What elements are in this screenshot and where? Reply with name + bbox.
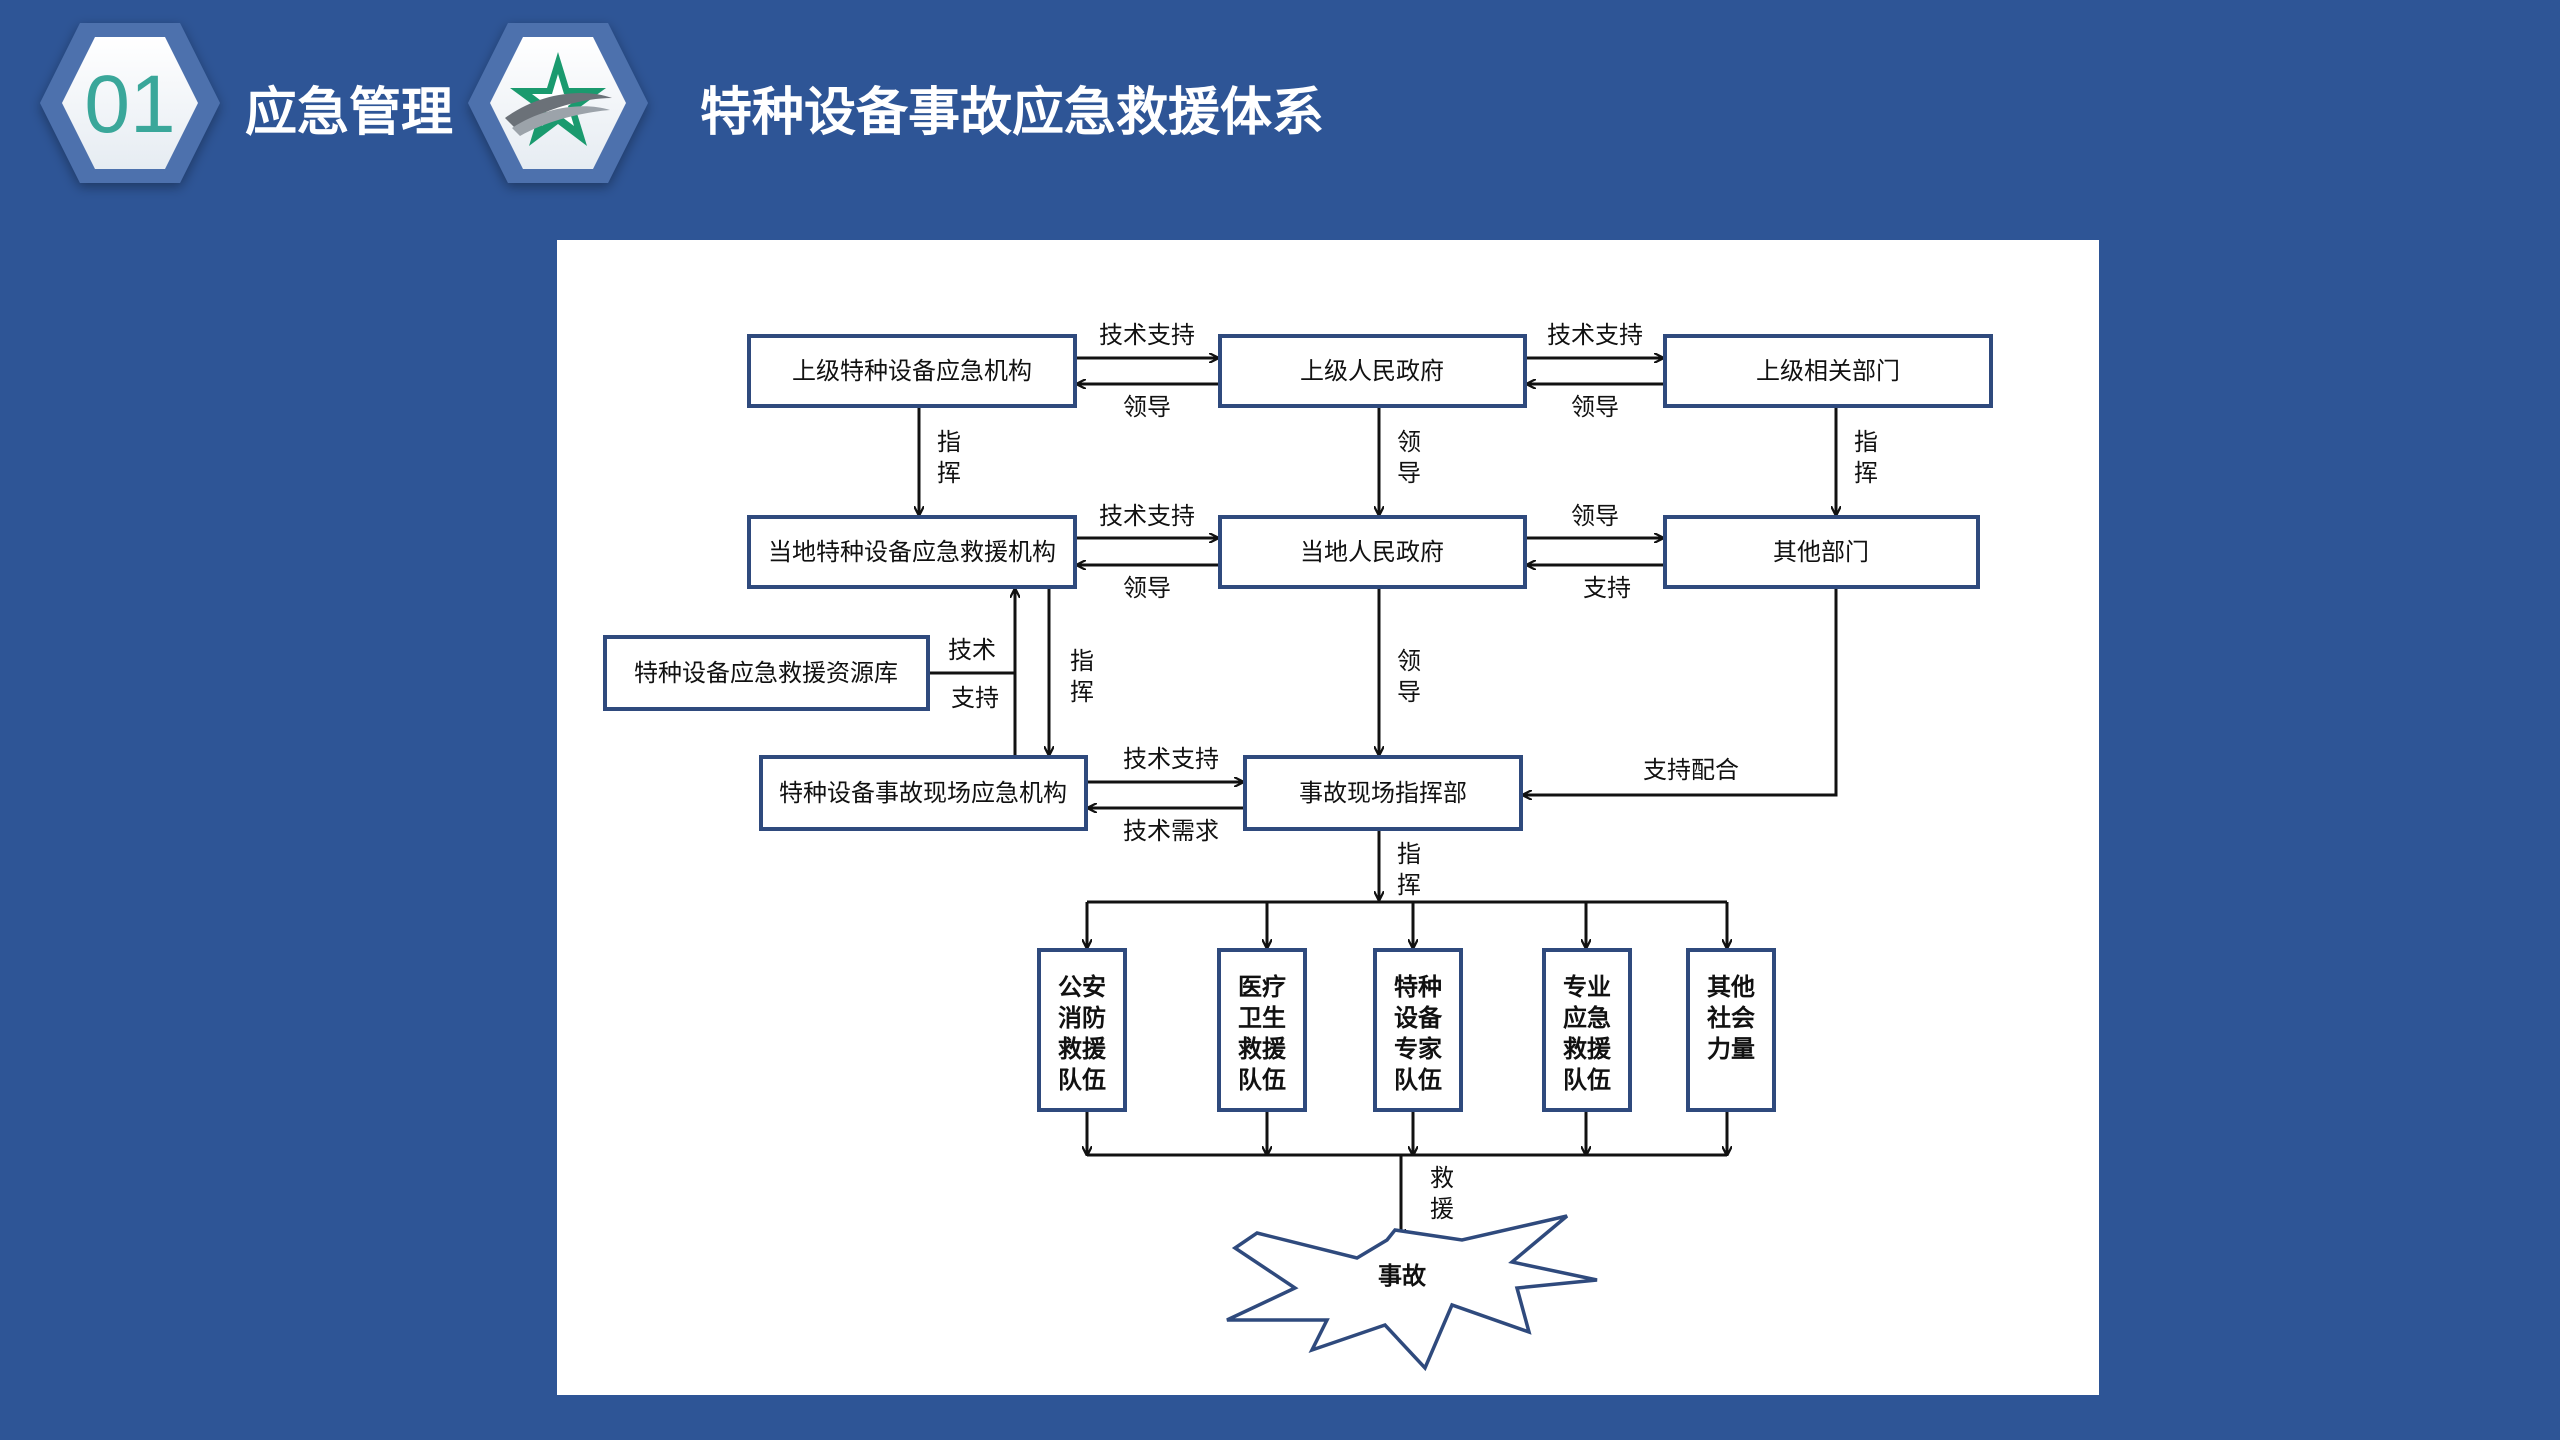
svg-text:上级特种设备应急机构: 上级特种设备应急机构 xyxy=(792,357,1032,385)
team-label-line: 卫生 xyxy=(1238,1003,1286,1032)
other-dept-box: 其他部门 xyxy=(1663,515,1980,589)
label-support-1: 支持 xyxy=(1583,574,1631,602)
svg-text:特种设备事故现场应急机构: 特种设备事故现场应急机构 xyxy=(779,779,1067,807)
team-label-line: 救援 xyxy=(1563,1034,1612,1063)
svg-text:当地人民政府: 当地人民政府 xyxy=(1300,538,1444,566)
label-lead-v-1: 领 xyxy=(1397,428,1421,456)
accident-starburst: 事故 xyxy=(1226,1214,1598,1372)
svg-text:事故现场指挥部: 事故现场指挥部 xyxy=(1299,779,1467,807)
team-label-line: 队伍 xyxy=(1394,1065,1442,1094)
team-label-line: 专业 xyxy=(1563,972,1611,1001)
label-rescue: 救 xyxy=(1430,1164,1454,1192)
connectors xyxy=(919,358,1836,1238)
section-number-badge xyxy=(40,23,220,183)
svg-text:事故: 事故 xyxy=(1378,1261,1427,1290)
svg-text:特种设备应急救援资源库: 特种设备应急救援资源库 xyxy=(634,659,898,687)
team-label-line: 公安 xyxy=(1058,972,1106,1001)
team-label-line: 其他 xyxy=(1707,972,1755,1001)
label-lead-v-2: 导 xyxy=(1397,678,1421,706)
label-lead-2: 领导 xyxy=(1571,393,1619,421)
team-label-line: 专家 xyxy=(1394,1034,1442,1063)
team-label-line: 力量 xyxy=(1707,1034,1755,1063)
label-command-4: 挥 xyxy=(1397,871,1421,899)
label-command-4: 指 xyxy=(1397,840,1421,868)
label-tech-support-3: 技术支持 xyxy=(1099,502,1195,530)
local-gov-box: 当地人民政府 xyxy=(1218,515,1527,589)
team-label-line: 医疗 xyxy=(1238,972,1286,1001)
emergency-rescue-diagram: 上级特种设备应急机构 上级人民政府 上级相关部门 当地特种设备应急救援机构 当地… xyxy=(603,321,1993,1372)
label-support-2: 支持 xyxy=(951,684,999,712)
label-lead-v-1: 导 xyxy=(1397,459,1421,487)
section-title: 应急管理 xyxy=(245,83,454,143)
team-label-line: 设备 xyxy=(1394,1003,1443,1032)
team-label-line: 社会 xyxy=(1707,1003,1755,1032)
svg-text:上级相关部门: 上级相关部门 xyxy=(1756,357,1900,385)
resource-db-box: 特种设备应急救援资源库 xyxy=(603,635,930,711)
label-tech: 技术 xyxy=(948,636,996,664)
team-label-line: 队伍 xyxy=(1058,1065,1106,1094)
label-lead-1: 领导 xyxy=(1123,393,1171,421)
upper-dept-box: 上级相关部门 xyxy=(1663,334,1993,408)
label-tech-support-1: 技术支持 xyxy=(1099,321,1195,349)
svg-text:上级人民政府: 上级人民政府 xyxy=(1300,357,1444,385)
site-command-box: 事故现场指挥部 xyxy=(1243,755,1523,831)
label-lead-v-2: 领 xyxy=(1397,647,1421,675)
label-tech-demand: 技术需求 xyxy=(1123,817,1219,845)
svg-text:当地特种设备应急救援机构: 当地特种设备应急救援机构 xyxy=(768,538,1056,566)
slide-title: 特种设备事故应急救援体系 xyxy=(700,83,1325,143)
label-command-3: 指 xyxy=(1070,647,1094,675)
arrow-support-coop xyxy=(1523,587,1838,795)
site-agency-box: 特种设备事故现场应急机构 xyxy=(759,755,1088,831)
team-label-line: 队伍 xyxy=(1238,1065,1286,1094)
team-label-line: 消防 xyxy=(1058,1003,1106,1032)
label-command-3: 挥 xyxy=(1070,678,1094,706)
star-logo-icon xyxy=(505,52,612,146)
upper-gov-box: 上级人民政府 xyxy=(1218,334,1527,408)
label-command-1: 挥 xyxy=(937,459,961,487)
team-label-line: 救援 xyxy=(1058,1034,1107,1063)
upper-sp-agency-box: 上级特种设备应急机构 xyxy=(747,334,1077,408)
label-lead-3: 领导 xyxy=(1123,574,1171,602)
team-label-line: 救援 xyxy=(1238,1034,1287,1063)
diagram-panel: 上级特种设备应急机构 上级人民政府 上级相关部门 当地特种设备应急救援机构 当地… xyxy=(557,240,2099,1395)
team-label-line: 队伍 xyxy=(1563,1065,1611,1094)
label-command-2: 挥 xyxy=(1854,459,1878,487)
local-sp-agency-box: 当地特种设备应急救援机构 xyxy=(747,515,1077,589)
label-tech-support-2: 技术支持 xyxy=(1547,321,1643,349)
team-label-line: 特种 xyxy=(1394,972,1442,1001)
label-command-2: 指 xyxy=(1854,428,1878,456)
svg-text:其他部门: 其他部门 xyxy=(1773,538,1869,566)
label-command-1: 指 xyxy=(937,428,961,456)
label-tech-support-4: 技术支持 xyxy=(1123,745,1219,773)
edge-labels: 技术支持领导技术支持领导指挥领导指挥技术支持领导领导支持技术支持指挥领导支持配合… xyxy=(937,321,1878,1223)
team-label-line: 应急 xyxy=(1563,1003,1611,1032)
label-support-coop: 支持配合 xyxy=(1643,756,1739,784)
header-graphics: 01 xyxy=(40,23,648,183)
section-number: 01 xyxy=(84,59,175,150)
label-lead-4: 领导 xyxy=(1571,502,1619,530)
label-rescue: 援 xyxy=(1430,1195,1454,1223)
